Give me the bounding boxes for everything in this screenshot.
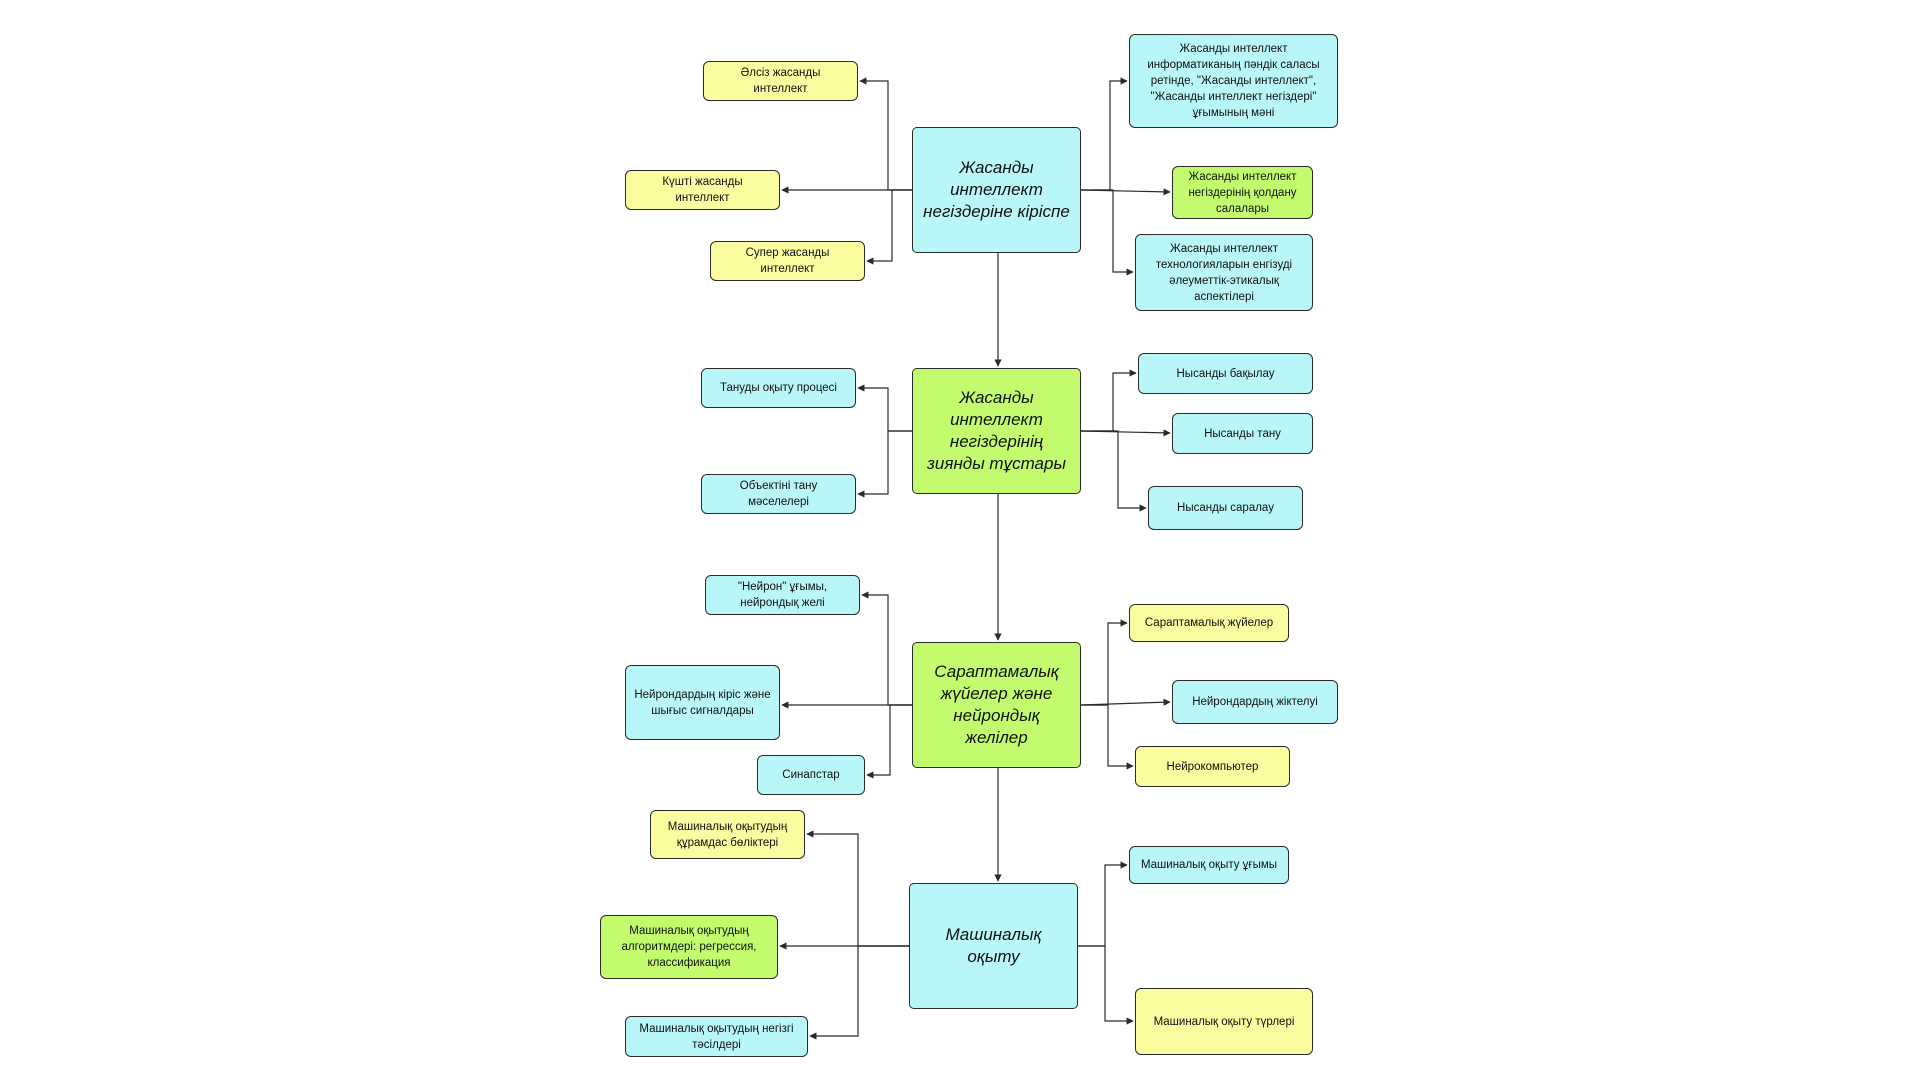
node-label: Машиналық оқытудың құрамдас бөліктері [667,820,788,849]
connector-object-recognition [857,430,912,498]
node-label: Машиналық оқыту түрлері [1153,1015,1295,1028]
ml-algorithms-node: Машиналық оқытудың алгоритмдері: регресс… [600,915,778,979]
node-label: Сараптамалық жүйелер және нейрондық желі… [934,662,1059,747]
neuron-signals-node: Нейрондардың кіріс және шығыс сигналдары [625,665,780,740]
main-topic-ai-harmful-aspects: Жасанды интеллект негіздерінің зиянды тұ… [912,368,1081,494]
ml-types-node: Машиналық оқыту түрлері [1135,988,1313,1055]
connector-object-classify [1081,430,1147,512]
neurocomputer-node: Нейрокомпьютер [1135,746,1290,787]
node-label: Әлсіз жасанды интеллект [740,67,821,95]
object-recognize-node: Нысанды тану [1172,413,1313,454]
connector-ml-components [806,830,909,947]
connector-neuron-concept [861,591,912,706]
node-label: Нейрондардың жіктелуі [1192,696,1318,708]
connector-neurocomputer [1081,704,1134,770]
connector-ml-concept [1078,861,1128,947]
connector-object-observation [1081,369,1137,432]
node-label: Жасанды интеллект информатиканың пәндік … [1147,43,1320,119]
ml-methods-node: Машиналық оқытудың негізгі тәсілдері [625,1016,808,1057]
node-label: Нысанды саралау [1177,502,1274,514]
ml-concept-node: Машиналық оқыту ұғымы [1129,846,1289,884]
node-label: Жасанды интеллект негіздеріне кіріспе [923,158,1070,221]
node-label: Жасанды интеллект негіздерінің зиянды тұ… [927,388,1066,473]
main-topic-ai-introduction: Жасанды интеллект негіздеріне кіріспе [912,127,1081,253]
ai-essence-node: Жасанды интеллект информатиканың пәндік … [1129,34,1338,128]
expert-systems-node: Сараптамалық жүйелер [1129,604,1289,642]
connector-ai-essence [1081,77,1128,191]
connector-super-ai [866,189,912,265]
connector-ml-types [1078,945,1134,1025]
node-label: Нейрондардың кіріс және шығыс сигналдары [634,688,771,717]
node-label: Сараптамалық жүйелер [1144,617,1274,629]
node-label: Синапстар [782,769,840,781]
super-ai-node: Супер жасанды интеллект [710,241,865,281]
ai-application-areas-node: Жасанды интеллект негіздерінің қолдану с… [1172,166,1313,219]
neuron-concept-node: "Нейрон" ұғымы, нейрондық желі [705,575,860,615]
object-observation-node: Нысанды бақылау [1138,353,1313,394]
node-label: Жасанды интеллект негіздерінің қолдану с… [1188,170,1297,215]
node-label: Нысанды тану [1204,427,1281,440]
node-label: Нысанды бақылау [1176,367,1275,380]
node-label: Тануды оқыту процесі [719,382,837,394]
node-label: Супер жасанды интеллект [745,247,830,275]
main-topic-expert-systems-neural-networks: Сараптамалық жүйелер және нейрондық желі… [912,642,1081,768]
synapses-node: Синапстар [757,755,865,795]
strong-ai-node: Күшті жасанды интеллект [625,170,780,210]
node-label: Машиналық оқыту ұғымы [1140,859,1278,871]
connector-recognition-learning [857,384,912,432]
node-label: Машиналық оқытудың негізгі тәсілдері [639,1022,794,1051]
weak-ai-node: Әлсіз жасанды интеллект [703,61,858,101]
node-label: Машиналық оқытудың алгоритмдері: регресс… [621,925,757,969]
ml-components-node: Машиналық оқытудың құрамдас бөліктері [650,810,805,859]
node-label: Нейрокомпьютер [1166,760,1259,773]
ai-ethics-node: Жасанды интеллект технологияларын енгізу… [1135,234,1313,311]
connector-ml-methods [809,945,909,1040]
connector-synapses [866,704,912,779]
neuron-classification-node: Нейрондардың жіктелуі [1172,680,1338,724]
connector-expert-systems [1081,619,1128,706]
connector-weak-ai [859,77,912,191]
object-classify-node: Нысанды саралау [1148,486,1303,530]
node-label: "Нейрон" ұғымы, нейрондық желі [737,581,828,609]
node-label: Күшті жасанды интеллект [662,176,743,204]
node-label: Машиналық оқыту [945,925,1042,966]
node-label: Объектіні тану мәселелері [739,480,818,508]
object-recognition-problems-node: Объектіні тану мәселелері [701,474,856,514]
node-label: Жасанды интеллект технологияларын енгізу… [1155,242,1293,303]
recognition-learning-node: Тануды оқыту процесі [701,368,856,408]
main-topic-machine-learning: Машиналық оқыту [909,883,1078,1009]
connector-ai-ethics [1081,189,1134,276]
